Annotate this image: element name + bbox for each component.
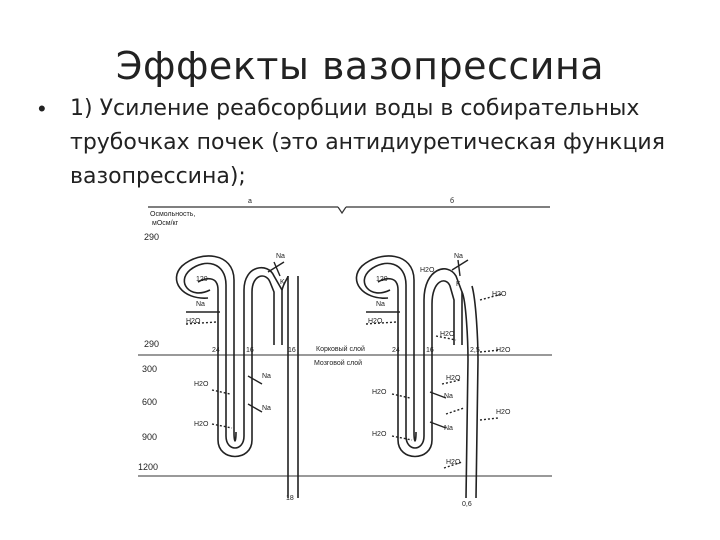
bullet-item: • 1) Усиление реабсорбции воды в собират… (38, 92, 698, 194)
osm-label-600: 600 (142, 397, 157, 407)
label-120-a: 120 (196, 276, 208, 283)
label-06-b: 0,6 (462, 501, 472, 508)
label-16-b: 16 (426, 347, 434, 354)
panel-header (148, 206, 550, 215)
zone-lines (138, 354, 552, 477)
label-h2o-b-8: H2O (372, 431, 387, 438)
label-na-b-3: Na (444, 425, 453, 432)
label-k-a: K (280, 279, 285, 286)
axis-title-line1: Осмольность, (150, 211, 195, 218)
label-h2o-b-2: H2O (492, 291, 507, 298)
osm-label-900: 900 (142, 432, 157, 442)
nephron-a (175, 255, 299, 498)
label-h2o-b-4: H2O (496, 347, 511, 354)
label-120-b: 120 (376, 276, 388, 283)
osm-label-1200: 1200 (138, 462, 158, 472)
label-na-b-2: Na (444, 393, 453, 400)
slide-title: Эффекты вазопрессина (115, 44, 605, 88)
label-16b-a: 16 (288, 347, 296, 354)
label-h2o-a-2: H2O (194, 381, 209, 388)
label-h2o-a-1: H2O (186, 318, 201, 325)
medulla-label: Мозговой слой (314, 359, 362, 367)
cortex-label: Корковый слой (316, 345, 365, 353)
label-h2o-b-5: H2O (446, 375, 461, 382)
label-24-a: 24 (212, 347, 220, 354)
label-18-a: 18 (286, 495, 294, 502)
label-25-b: 2,5 (470, 347, 480, 354)
bullet-marker: • (38, 96, 46, 121)
label-na-b-top: Na (454, 253, 463, 260)
label-24-b: 24 (392, 347, 400, 354)
label-h2o-b-9: H2O (446, 459, 461, 466)
panel-b-label: б (450, 197, 454, 205)
label-h2o-a-3: H2O (194, 421, 209, 428)
osm-label-300: 300 (142, 364, 157, 374)
label-h2o-b-7: H2O (496, 409, 511, 416)
arrows-a (185, 261, 285, 429)
label-na-a-1: Na (196, 301, 205, 308)
osm-label-290-top: 290 (144, 232, 159, 242)
label-na-a-2: Na (262, 373, 271, 380)
axis-title-line2: мОсм/кг (152, 220, 179, 227)
arrows-b (365, 259, 503, 469)
bullet-text: 1) Усиление реабсорбции воды в собирател… (70, 96, 665, 189)
label-k-b: K (456, 281, 461, 288)
label-h2o-b-top: H2O (420, 267, 435, 274)
label-na-a-top: Na (276, 253, 285, 260)
label-na-b-1: Na (376, 301, 385, 308)
panel-a-label: а (248, 198, 252, 205)
label-na-a-3: Na (262, 405, 271, 412)
label-h2o-b-1: H2O (368, 318, 383, 325)
nephron-b (355, 255, 479, 499)
label-h2o-b-3: H2O (440, 331, 455, 338)
label-16-a: 16 (246, 347, 254, 354)
label-h2o-b-6: H2O (372, 389, 387, 396)
osm-label-290: 290 (144, 339, 159, 349)
